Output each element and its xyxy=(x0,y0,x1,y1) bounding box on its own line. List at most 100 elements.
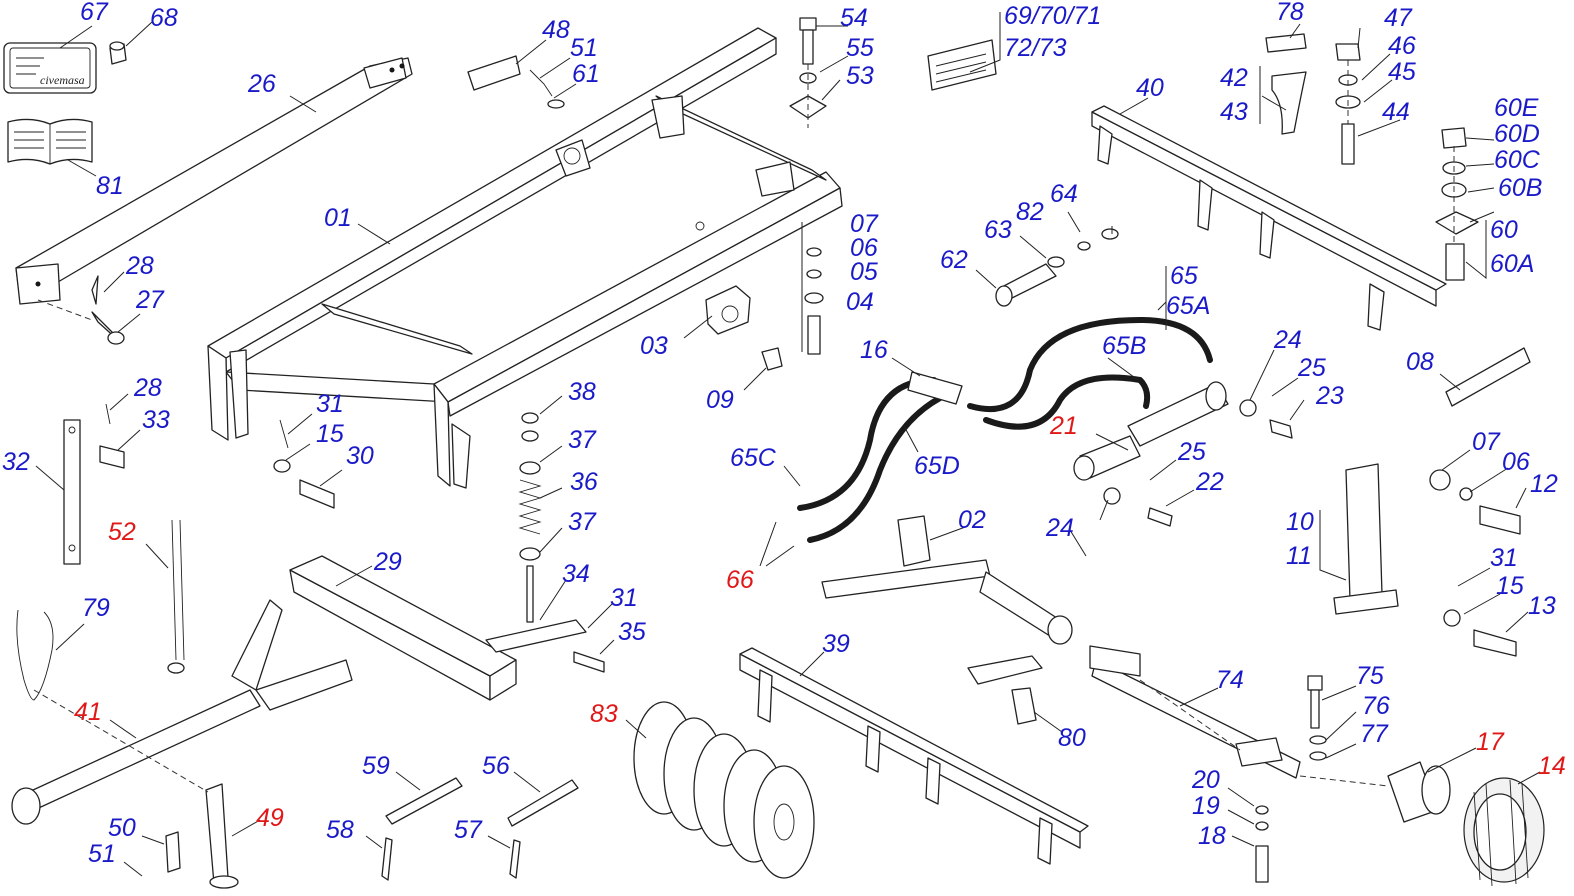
callout-44: 44 xyxy=(1382,98,1410,126)
spring-assembly-part xyxy=(518,412,542,623)
callout-67: 67 xyxy=(80,0,109,26)
callout-15b: 15 xyxy=(1496,572,1524,600)
callout-31c: 31 xyxy=(610,584,638,612)
callout-65A: 65A xyxy=(1166,292,1210,320)
callout-29: 29 xyxy=(373,548,402,576)
callout-57: 57 xyxy=(454,816,483,844)
callout-64: 64 xyxy=(1050,180,1078,208)
callout-43: 43 xyxy=(1220,98,1248,126)
callout-30: 30 xyxy=(346,442,374,470)
callout-42: 42 xyxy=(1220,64,1248,92)
callout-26: 26 xyxy=(247,70,276,98)
hub-part xyxy=(1387,761,1451,823)
callout-65: 65 xyxy=(1170,262,1198,290)
callout-60A: 60A xyxy=(1490,250,1534,278)
callout-39: 39 xyxy=(822,630,850,658)
callout-60C: 60C xyxy=(1494,146,1541,174)
callout-62: 62 xyxy=(940,246,968,274)
callout-53: 53 xyxy=(846,62,874,90)
callout-65D: 65D xyxy=(914,452,960,480)
callout-60E: 60E xyxy=(1494,94,1539,122)
callout-07b: 07 xyxy=(1472,428,1501,456)
callout-75: 75 xyxy=(1356,662,1384,690)
callout-12: 12 xyxy=(1530,470,1558,498)
callout-46: 46 xyxy=(1388,32,1416,60)
plate-part xyxy=(1265,33,1307,53)
callout-07a: 07 xyxy=(850,210,879,238)
bolt-part xyxy=(789,17,827,128)
pin-assembly-part xyxy=(273,419,335,509)
callout-06a: 06 xyxy=(850,234,878,262)
toolbar-beam-part xyxy=(1091,105,1447,331)
callout-60D: 60D xyxy=(1494,120,1540,148)
callout-19: 19 xyxy=(1192,792,1220,820)
callout-82: 82 xyxy=(1016,198,1044,226)
callout-60B: 60B xyxy=(1498,174,1542,202)
hub-bolt-stack-part xyxy=(1435,127,1479,281)
callout-63: 63 xyxy=(984,216,1012,244)
callout-38: 38 xyxy=(568,378,596,406)
callout-35: 35 xyxy=(618,618,646,646)
callout-81: 81 xyxy=(96,172,124,200)
nameplate-part: civemasa xyxy=(3,42,97,94)
callout-05: 05 xyxy=(850,258,878,286)
bracket-part xyxy=(705,247,824,371)
callout-45: 45 xyxy=(1388,58,1416,86)
callout-32: 32 xyxy=(2,448,30,476)
leader-lines xyxy=(35,12,1541,877)
callout-22: 22 xyxy=(1195,468,1224,496)
callout-03: 03 xyxy=(640,332,668,360)
callout-18: 18 xyxy=(1198,822,1226,850)
callout-17: 17 xyxy=(1476,728,1505,756)
callout-60: 60 xyxy=(1490,216,1518,244)
axle-frame-part xyxy=(821,515,1073,725)
callout-69: 69/70/71 xyxy=(1004,2,1101,30)
callout-06b: 06 xyxy=(1502,448,1530,476)
callout-31b: 31 xyxy=(1490,544,1518,572)
tongue-drawbar-part xyxy=(11,599,353,889)
callout-40: 40 xyxy=(1136,74,1164,102)
callout-24b: 24 xyxy=(1045,514,1074,542)
callout-54: 54 xyxy=(840,4,868,32)
drawbar-tube-part xyxy=(15,57,413,305)
callout-72: 72/73 xyxy=(1004,34,1067,62)
callout-68: 68 xyxy=(150,4,178,32)
decal-part xyxy=(927,39,997,91)
callout-50: 50 xyxy=(108,814,136,842)
callout-77: 77 xyxy=(1360,720,1389,748)
callout-24a: 24 xyxy=(1273,326,1302,354)
callout-33: 33 xyxy=(142,406,170,434)
support-beam-part xyxy=(289,555,605,701)
callout-59: 59 xyxy=(362,752,390,780)
callout-31a: 31 xyxy=(316,390,344,418)
disc-gang-part xyxy=(633,701,815,879)
callout-11: 11 xyxy=(1286,542,1312,570)
pin-part xyxy=(37,275,125,345)
callout-34: 34 xyxy=(562,560,590,588)
callout-66: 66 xyxy=(726,566,754,594)
callout-25b: 25 xyxy=(1177,438,1206,466)
callout-labels: 67 68 26 81 48 51 61 54 55 53 69/70/71 7… xyxy=(2,0,1566,868)
callout-04: 04 xyxy=(846,288,874,316)
callout-13: 13 xyxy=(1528,592,1556,620)
link-plate-part xyxy=(1445,347,1531,407)
callout-15a: 15 xyxy=(316,420,344,448)
callout-51a: 51 xyxy=(570,34,598,62)
callout-01: 01 xyxy=(324,204,352,232)
callout-47: 47 xyxy=(1384,4,1413,32)
hydraulic-cylinder-part xyxy=(1073,381,1293,527)
callout-36: 36 xyxy=(570,468,598,496)
bolt-stack-part xyxy=(1335,43,1361,165)
nameplate-text: civemasa xyxy=(40,73,85,87)
callout-52: 52 xyxy=(108,518,136,546)
callout-65B: 65B xyxy=(1102,332,1146,360)
callout-83: 83 xyxy=(590,700,618,728)
bushing-part xyxy=(109,41,127,65)
lug-bolt-part xyxy=(1255,805,1269,883)
callout-79: 79 xyxy=(82,594,110,622)
callout-58: 58 xyxy=(326,816,354,844)
tine-part xyxy=(1271,71,1307,135)
clip-part xyxy=(467,55,565,109)
axle-tube-part xyxy=(1089,645,1301,779)
